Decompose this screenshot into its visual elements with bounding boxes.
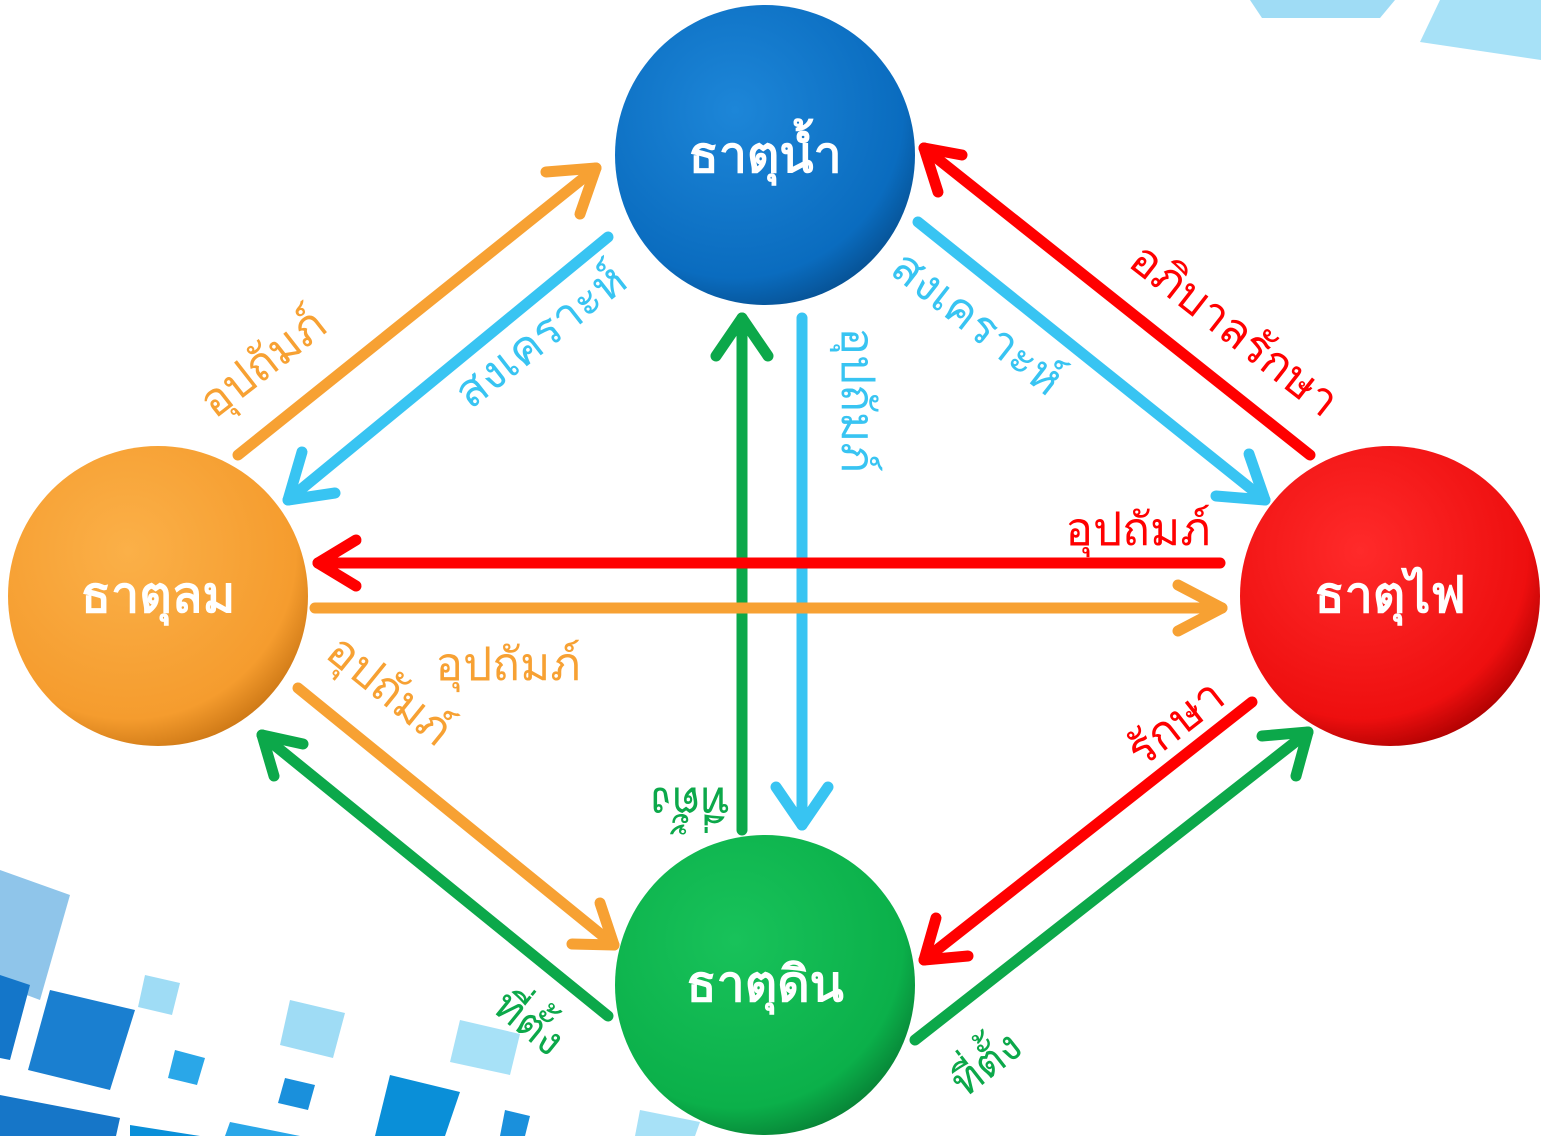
node-water: ธาตุน้ำ (615, 5, 915, 305)
arrows (232, 142, 1316, 1046)
arrow-fire-to-wind (312, 534, 1226, 592)
edge-label-wind-to-water: อุปถัมภ์ (188, 296, 337, 430)
decor-square (500, 1110, 530, 1136)
decor-square (450, 1020, 520, 1075)
decor-square (0, 870, 70, 1000)
arrow-wind-to-earth (292, 682, 620, 951)
arrow-water-to-earth (770, 312, 834, 831)
decor-square (28, 990, 135, 1090)
node-earth-label: ธาตุดิน (686, 955, 844, 1015)
decor-square (1250, 0, 1395, 18)
decor-squares-bottom-left (0, 870, 700, 1136)
edge-label-fire-to-wind: อุปถัมภ์ (1065, 502, 1210, 558)
arrow-wind-to-fire (309, 579, 1228, 637)
edge-label-wind-to-fire: อุปถัมภ์ (435, 637, 580, 693)
edge-label-water-to-earth: อุปถัมภ์ (829, 327, 885, 472)
node-wind-label: ธาตุลม (81, 566, 236, 626)
edge-label-water-to-wind: สงเคราะห์ (444, 252, 637, 419)
node-fire-circle (1240, 446, 1540, 746)
decor-square (0, 1095, 120, 1136)
arrow-fire-to-earth (918, 696, 1258, 966)
arrow-earth-to-water (710, 312, 774, 836)
decor-square (0, 975, 30, 1060)
arrow-earth-to-fire (909, 726, 1314, 1046)
node-water-label: ธาตุน้ำ (688, 118, 841, 186)
arrow-earth-to-wind (256, 729, 614, 1022)
node-water-circle (615, 5, 915, 305)
decor-square (130, 1125, 200, 1136)
decor-square (1420, 0, 1541, 60)
decor-squares-top-right (1250, 0, 1541, 60)
decor-square (278, 1078, 315, 1110)
edge-label-earth-to-water: ที่ตั้ง (650, 777, 729, 835)
decor-square (138, 975, 180, 1015)
decor-square (375, 1075, 460, 1136)
arrow-fire-to-water (918, 142, 1316, 461)
arrow-wind-to-water (232, 162, 602, 461)
arrow-water-to-wind (282, 231, 614, 506)
node-fire: ธาตุไฟ (1240, 446, 1540, 746)
decor-square (280, 1000, 345, 1058)
decor-square (168, 1050, 205, 1085)
node-wind-circle (8, 446, 308, 746)
decor-square (225, 1122, 300, 1136)
arrow-water-to-fire (912, 216, 1271, 506)
edge-label-earth-to-fire: ที่ตั้ง (938, 1016, 1031, 1106)
node-earth: ธาตุดิน (615, 835, 915, 1135)
decor-square (635, 1110, 700, 1136)
node-fire-label: ธาตุไฟ (1314, 566, 1466, 626)
node-earth-circle (615, 835, 915, 1135)
node-wind: ธาตุลม (8, 446, 308, 746)
